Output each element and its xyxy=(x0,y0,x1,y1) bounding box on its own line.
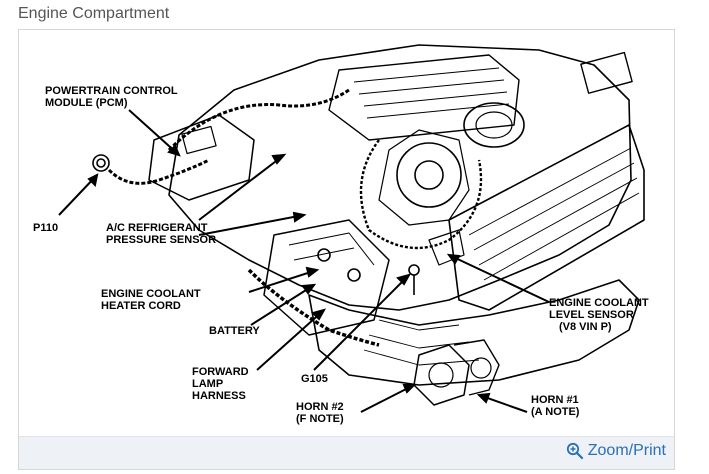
diagram-footer: Zoom/Print xyxy=(19,436,674,469)
label-p110: P110 xyxy=(33,222,58,234)
engine-drawing xyxy=(92,44,645,406)
diagram-frame: POWERTRAIN CONTROL MODULE (PCM) P110 A/C… xyxy=(18,29,675,470)
label-horn1-2: (A NOTE) xyxy=(531,406,580,418)
zoom-print-link[interactable]: Zoom/Print xyxy=(566,442,666,460)
label-ac-1: A/C REFRIGERANT xyxy=(106,222,208,234)
label-g105: G105 xyxy=(301,373,328,385)
label-ech-2: HEATER CORD xyxy=(101,300,181,312)
label-battery: BATTERY xyxy=(209,325,260,337)
label-ecl-2: LEVEL SENSOR xyxy=(549,309,634,321)
zoom-print-label: Zoom/Print xyxy=(587,442,666,459)
label-horn2-2: (F NOTE) xyxy=(296,413,344,425)
label-fwd-1: FORWARD xyxy=(192,366,249,378)
magnifier-plus-icon xyxy=(566,442,583,460)
label-horn2-1: HORN #2 xyxy=(296,401,344,413)
label-fwd-3: HARNESS xyxy=(192,390,246,402)
leader-lines xyxy=(58,109,550,413)
label-ac-2: PRESSURE SENSOR xyxy=(106,234,216,246)
label-ecl-1: ENGINE COOLANT xyxy=(549,297,649,309)
label-pcm-2: MODULE (PCM) xyxy=(45,97,128,109)
label-fwd-2: LAMP xyxy=(192,378,223,390)
label-pcm-1: POWERTRAIN CONTROL xyxy=(45,85,178,97)
label-ech-1: ENGINE COOLANT xyxy=(101,288,201,300)
label-ecl-3: (V8 VIN P) xyxy=(559,321,612,333)
engine-compartment-diagram: POWERTRAIN CONTROL MODULE (PCM) P110 A/C… xyxy=(33,44,649,425)
page-title: Engine Compartment xyxy=(18,5,170,22)
label-horn1-1: HORN #1 xyxy=(531,394,579,406)
callout-labels: POWERTRAIN CONTROL MODULE (PCM) P110 A/C… xyxy=(33,85,649,425)
